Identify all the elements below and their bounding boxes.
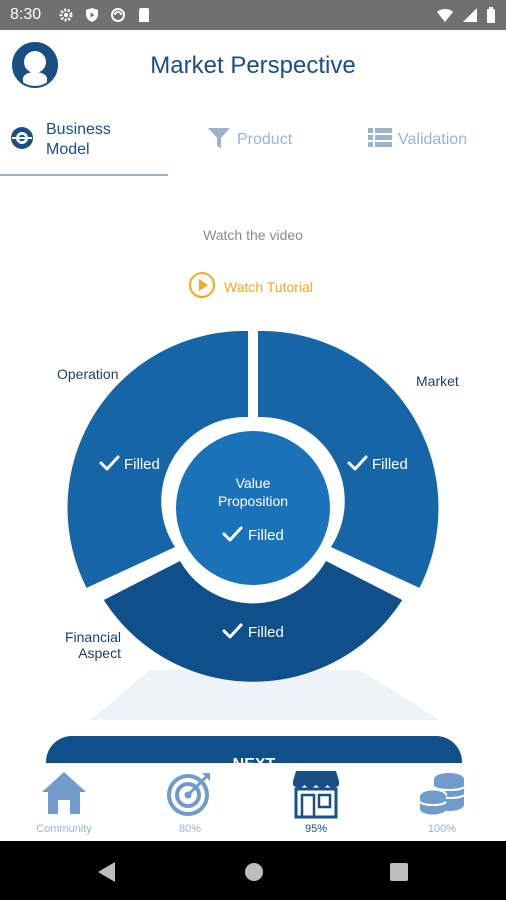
sd-card-icon <box>136 7 152 23</box>
target-user-icon <box>10 126 34 155</box>
user-avatar-icon <box>12 42 58 88</box>
check-icon <box>222 526 243 542</box>
system-navigation-bar <box>0 841 506 900</box>
sync-icon <box>110 7 126 23</box>
value-proposition-line1: Value <box>236 475 271 491</box>
check-icon <box>99 455 120 471</box>
financial-aspect-label-line2: Aspect <box>78 645 121 661</box>
nav-target-label: 80% <box>178 823 202 835</box>
page-title: Market Perspective <box>150 52 356 79</box>
value-proposition-status: Filled <box>248 527 284 544</box>
recents-icon[interactable] <box>390 863 408 881</box>
check-icon <box>347 455 368 471</box>
market-label: Market <box>416 373 459 389</box>
tab-business-model-line2: Model <box>46 141 90 158</box>
watch-video-text: Watch the video <box>203 227 303 243</box>
watch-tutorial-button[interactable]: Watch Tutorial <box>188 271 313 304</box>
business-model-wheel: Filled Filled Value Proposition Filled F… <box>0 300 506 720</box>
tab-business-model[interactable]: Business Model <box>10 105 111 175</box>
tab-business-model-line1: Business <box>46 121 111 138</box>
app-header: Market Perspective <box>0 30 506 105</box>
financial-aspect-status: Filled <box>248 624 284 641</box>
list-icon <box>368 127 392 154</box>
segment-value-proposition[interactable] <box>176 431 330 585</box>
tab-validation[interactable]: Validation <box>368 105 467 175</box>
segment-market[interactable] <box>258 330 439 588</box>
signal-icon <box>462 7 478 28</box>
background-beam <box>90 670 440 720</box>
operation-label: Operation <box>57 366 119 382</box>
status-bar: 8:30 <box>0 0 506 30</box>
nav-community[interactable]: Community <box>1 763 127 841</box>
gear-icon <box>58 7 74 23</box>
watch-tutorial-label: Watch Tutorial <box>224 279 313 295</box>
play-circle-icon <box>188 271 216 304</box>
funnel-icon <box>207 126 231 155</box>
coins-icon <box>419 773 465 815</box>
financial-aspect-label-line1: Financial <box>64 629 121 645</box>
tab-validation-label: Validation <box>398 131 468 148</box>
value-proposition-line2: Proposition <box>218 493 288 509</box>
nav-coins-label: 100% <box>427 823 457 835</box>
nav-coins[interactable]: 100% <box>379 763 505 841</box>
home-button-icon[interactable] <box>245 863 263 881</box>
status-time: 8:30 <box>10 6 42 23</box>
bottom-navigation: Community 80% 95% <box>0 763 506 841</box>
wifi-icon <box>436 7 454 28</box>
avatar[interactable] <box>12 42 58 88</box>
active-tab-indicator <box>0 174 168 176</box>
nav-community-label: Community <box>36 823 92 835</box>
back-icon[interactable] <box>98 862 115 882</box>
financial-aspect-label: Financial Aspect <box>57 629 121 661</box>
store-icon <box>293 771 339 819</box>
operation-status: Filled <box>124 456 160 473</box>
target-icon <box>167 773 210 816</box>
segment-operation[interactable] <box>67 330 249 588</box>
nav-store[interactable]: 95% <box>253 763 379 841</box>
market-status: Filled <box>372 456 408 473</box>
nav-target[interactable]: 80% <box>127 763 253 841</box>
nav-store-label: 95% <box>304 823 328 835</box>
check-icon <box>222 623 243 639</box>
home-icon <box>42 772 86 814</box>
tab-product-label: Product <box>237 131 293 148</box>
tab-bar: Business Model Product Validation <box>0 105 506 177</box>
shield-play-icon <box>84 7 100 23</box>
tab-product[interactable]: Product <box>207 105 292 175</box>
segment-financial-aspect[interactable] <box>103 561 403 682</box>
battery-icon <box>486 7 496 28</box>
